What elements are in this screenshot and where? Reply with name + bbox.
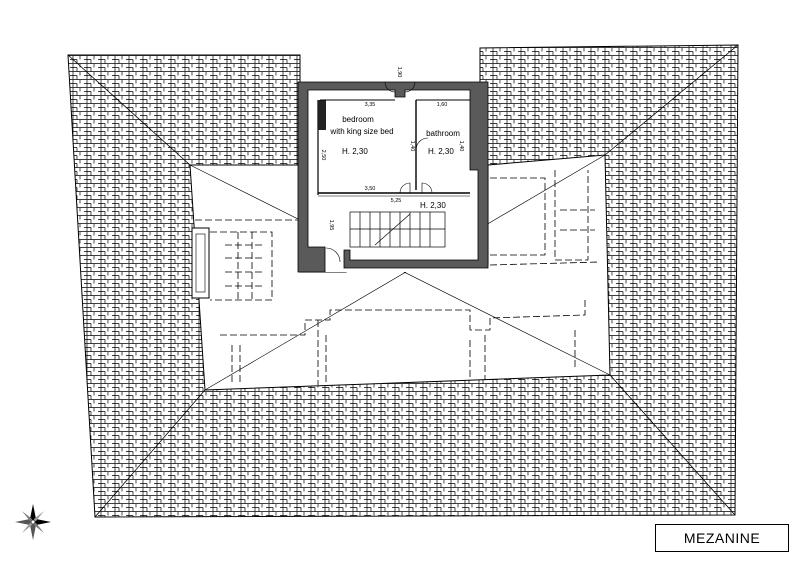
bedroom-height: H. 2,30	[342, 147, 368, 156]
bathroom-label: bathroom	[426, 129, 460, 138]
dim-stair-left: 1,95	[328, 220, 334, 231]
dim-bath-right: 1,40	[458, 141, 464, 152]
bedroom-sublabel: with king size bed	[329, 127, 393, 136]
lower-floor-dashed-outline	[195, 170, 601, 385]
dim-bedroom-top: 3,35	[365, 102, 376, 108]
dim-bedroom-bottom: 3,50	[365, 186, 376, 192]
plan-title: MEZANINE	[683, 530, 761, 546]
stair-area-height: H. 2,30	[420, 201, 446, 210]
dim-bath-door: 1,40	[409, 141, 415, 152]
plan-title-box: MEZANINE	[655, 524, 789, 552]
dim-top-door: 1,90	[396, 67, 402, 78]
bedroom-label: bedroom	[342, 115, 374, 124]
dim-stair-top: 5,25	[391, 198, 402, 204]
dim-bathroom-top: 1,60	[437, 102, 448, 108]
bathroom-height: H. 2,30	[428, 147, 454, 156]
staircase	[349, 211, 446, 248]
dim-bedroom-left: 2,50	[320, 150, 326, 161]
compass-rose-icon	[15, 504, 51, 540]
door-swings	[325, 81, 433, 263]
skylight-left	[191, 227, 210, 299]
mezzanine-room-block	[297, 81, 489, 273]
